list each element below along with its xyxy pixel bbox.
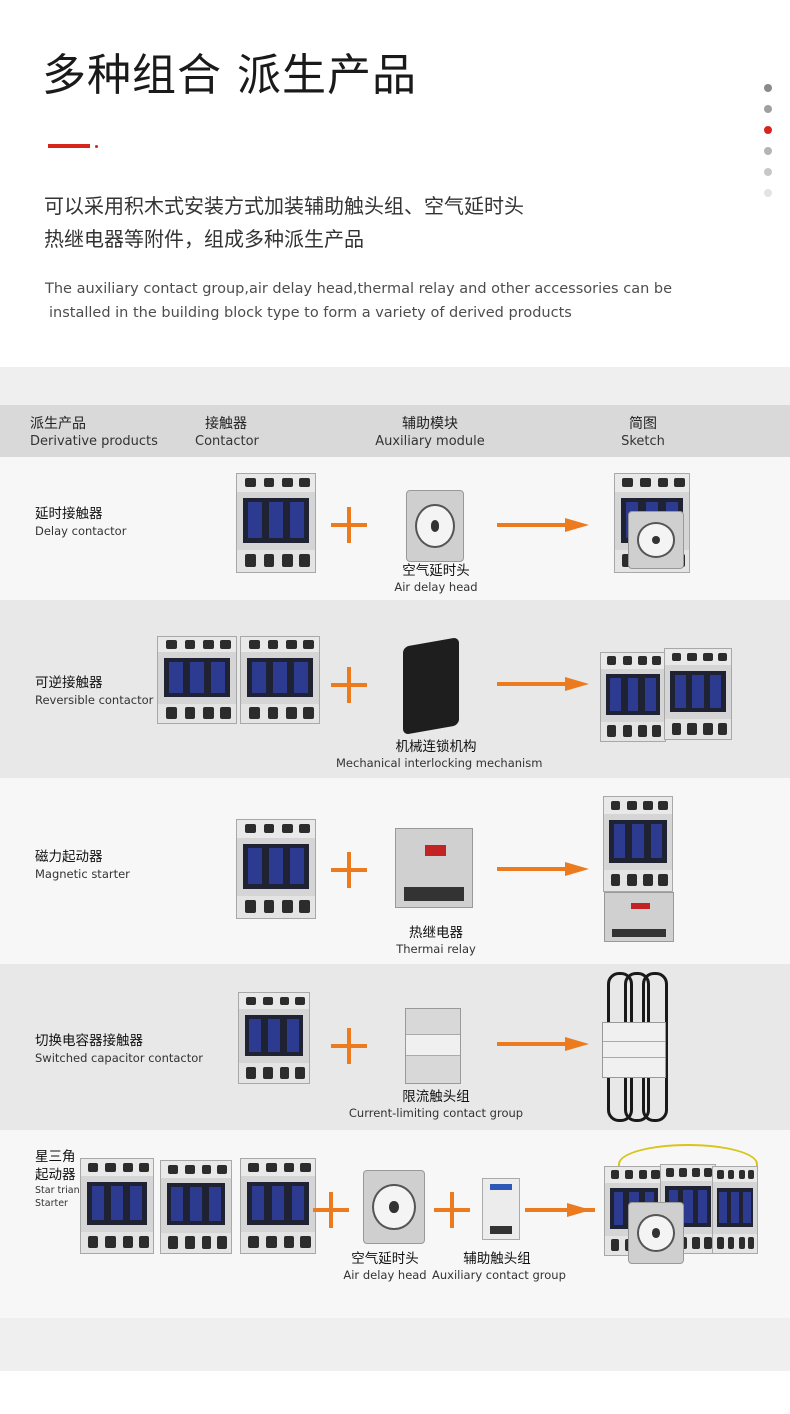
arrow-right-icon [497,677,589,691]
pager-dot-5[interactable] [764,168,772,176]
contactor-image [236,473,316,573]
page-pager [764,84,774,210]
thermal-relay-image [395,828,473,908]
header-auxiliary-module: 辅助模块 Auxiliary module [375,416,485,449]
contactor-image-2 [160,1160,232,1254]
module-caption-2: 辅助触头组 Auxiliary contact group [432,1251,566,1282]
plus-icon [331,852,367,888]
description-en-line-2: installed in the building block type to … [49,305,572,321]
table-row-switched-capacitor-contactor: 切换电容器接触器 Switched capacitor contactor 限流… [0,964,790,1130]
table-row-reversible-contactor: 可逆接触器 Reversible contactor 机械连锁机构 Mechan… [0,600,790,778]
row-label: 延时接触器 Delay contactor [35,506,127,538]
table-row-delay-contactor: 延时接触器 Delay contactor 空气延时头 Air delay he… [0,457,790,600]
contactor-image-2 [240,636,320,724]
arrow-right-icon [497,862,589,876]
table-header: 派生产品 Derivative products 接触器 Contactor 辅… [0,405,790,457]
page-title: 多种组合 派生产品 [42,50,417,101]
plus-icon [331,1028,367,1064]
contactor-image-1 [80,1158,154,1254]
module-caption: 热继电器 Thermai relay [396,925,476,956]
table-row-magnetic-starter: 磁力起动器 Magnetic starter 热继电器 Thermai rela… [0,778,790,964]
arrow-right-icon [525,1203,595,1217]
air-delay-head-image [363,1170,425,1244]
pager-dot-1[interactable] [764,84,772,92]
module-caption: 机械连锁机构 Mechanical interlocking mechanism [336,739,543,770]
description-cn: 可以采用积木式安装方式加装辅助触头组、空气延时头 热继电器等附件，组成多种派生产… [44,190,744,256]
row-label: 星三角 起动器 Star triangle Starter [35,1149,95,1209]
contactor-image-3 [240,1158,316,1254]
row-label: 切换电容器接触器 Switched capacitor contactor [35,1033,204,1065]
header-contactor: 接触器 Contactor [195,416,259,449]
air-delay-head-image [406,490,464,562]
description-en: The auxiliary contact group,air delay he… [45,277,745,325]
module-caption: 空气延时头 Air delay head [394,563,478,594]
row-label: 可逆接触器 Reversible contactor [35,675,154,707]
pager-dot-6[interactable] [764,189,772,197]
row-label: 磁力起动器 Magnetic starter [35,849,130,881]
header-derivative-products: 派生产品 Derivative products [30,416,158,449]
arrow-right-icon [497,518,589,532]
plus-icon [331,507,367,543]
title-underline-dot [95,145,98,148]
contactor-image [238,992,310,1084]
module-caption-1: 空气延时头 Air delay head [343,1251,427,1282]
contactor-image [236,819,316,919]
pager-dot-2[interactable] [764,105,772,113]
pager-dot-4[interactable] [764,147,772,155]
pager-dot-3-active[interactable] [764,126,772,134]
module-caption: 限流触头组 Current-limiting contact group [348,1089,524,1120]
contactor-image-1 [157,636,237,724]
auxiliary-contact-group-image [482,1178,520,1240]
plus-icon-2 [434,1192,470,1228]
table-row-star-triangle-starter: 星三角 起动器 Star triangle Starter 空气延时头 Air … [0,1130,790,1318]
title-underline [48,144,90,148]
header-sketch: 简图 Sketch [621,416,665,449]
interlocking-mechanism-image [403,637,459,735]
description-cn-line-2: 热继电器等附件，组成多种派生产品 [44,227,364,251]
description-cn-line-1: 可以采用积木式安装方式加装辅助触头组、空气延时头 [44,194,524,218]
plus-icon-1 [313,1192,349,1228]
current-limiting-contact-group-image [405,1008,461,1084]
plus-icon [331,667,367,703]
arrow-right-icon [497,1037,589,1051]
description-en-line-1: The auxiliary contact group,air delay he… [45,281,673,297]
